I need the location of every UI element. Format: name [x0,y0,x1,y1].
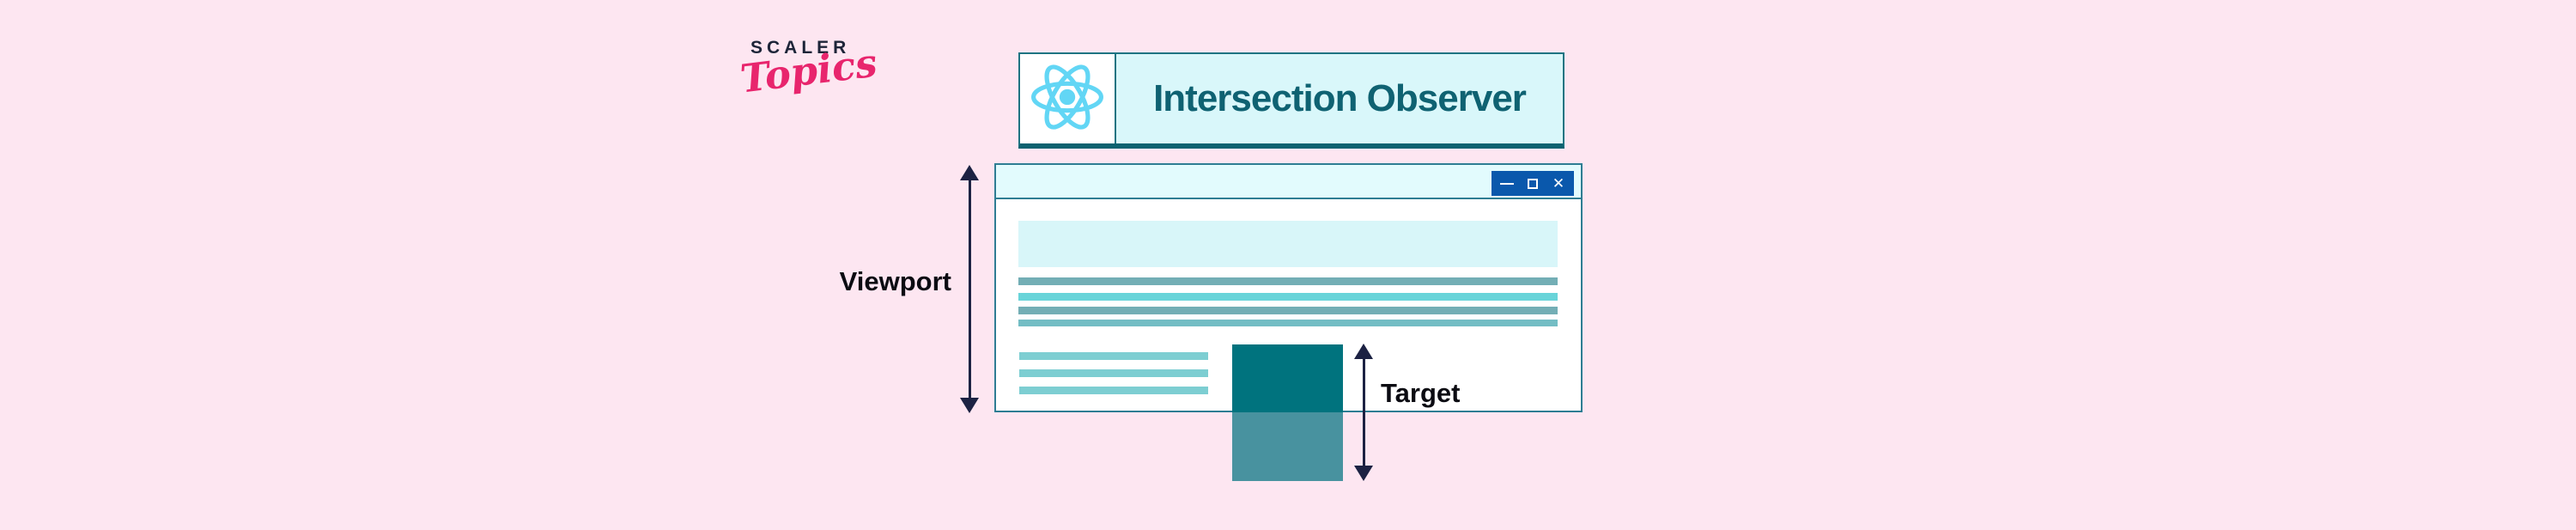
content-short-stripe [1019,352,1208,360]
title-banner: Intersection Observer [1018,52,1564,149]
react-logo-cell [1020,54,1116,143]
content-text-stripe [1018,307,1558,314]
maximize-button[interactable] [1522,174,1543,194]
maximize-icon [1528,178,1538,189]
content-text-stripe [1018,277,1558,285]
arrow-up-icon [960,165,979,180]
page-title: Intersection Observer [1153,77,1527,119]
window-controls: ✕ [1492,171,1574,196]
browser-window: ✕ [994,163,1583,412]
window-titlebar: ✕ [996,165,1581,199]
content-short-stripe [1019,387,1208,394]
arrow-up-icon [1354,344,1373,359]
viewport-extent-arrow [960,165,979,413]
minimize-button[interactable] [1497,174,1517,194]
minimize-icon [1500,182,1514,185]
close-icon: ✕ [1552,175,1565,192]
viewport-label: Viewport [839,266,951,296]
target-label: Target [1381,378,1461,408]
content-hero-block [1018,221,1558,267]
content-text-stripe [1018,293,1558,301]
content-short-stripe [1019,369,1208,377]
arrow-line [1362,359,1365,466]
target-box-hidden-part [1232,412,1343,481]
react-logo-icon [1030,59,1105,139]
arrow-down-icon [960,398,979,413]
brand-scaler-text: SCALER [750,38,851,58]
scaler-topics-logo: SCALER Topics [738,38,879,102]
arrow-line [968,180,971,398]
content-text-stripe [1018,320,1558,326]
target-extent-arrow [1354,344,1373,481]
arrow-down-icon [1354,466,1373,481]
target-box-visible-part [1232,344,1343,412]
close-button[interactable]: ✕ [1548,174,1569,194]
